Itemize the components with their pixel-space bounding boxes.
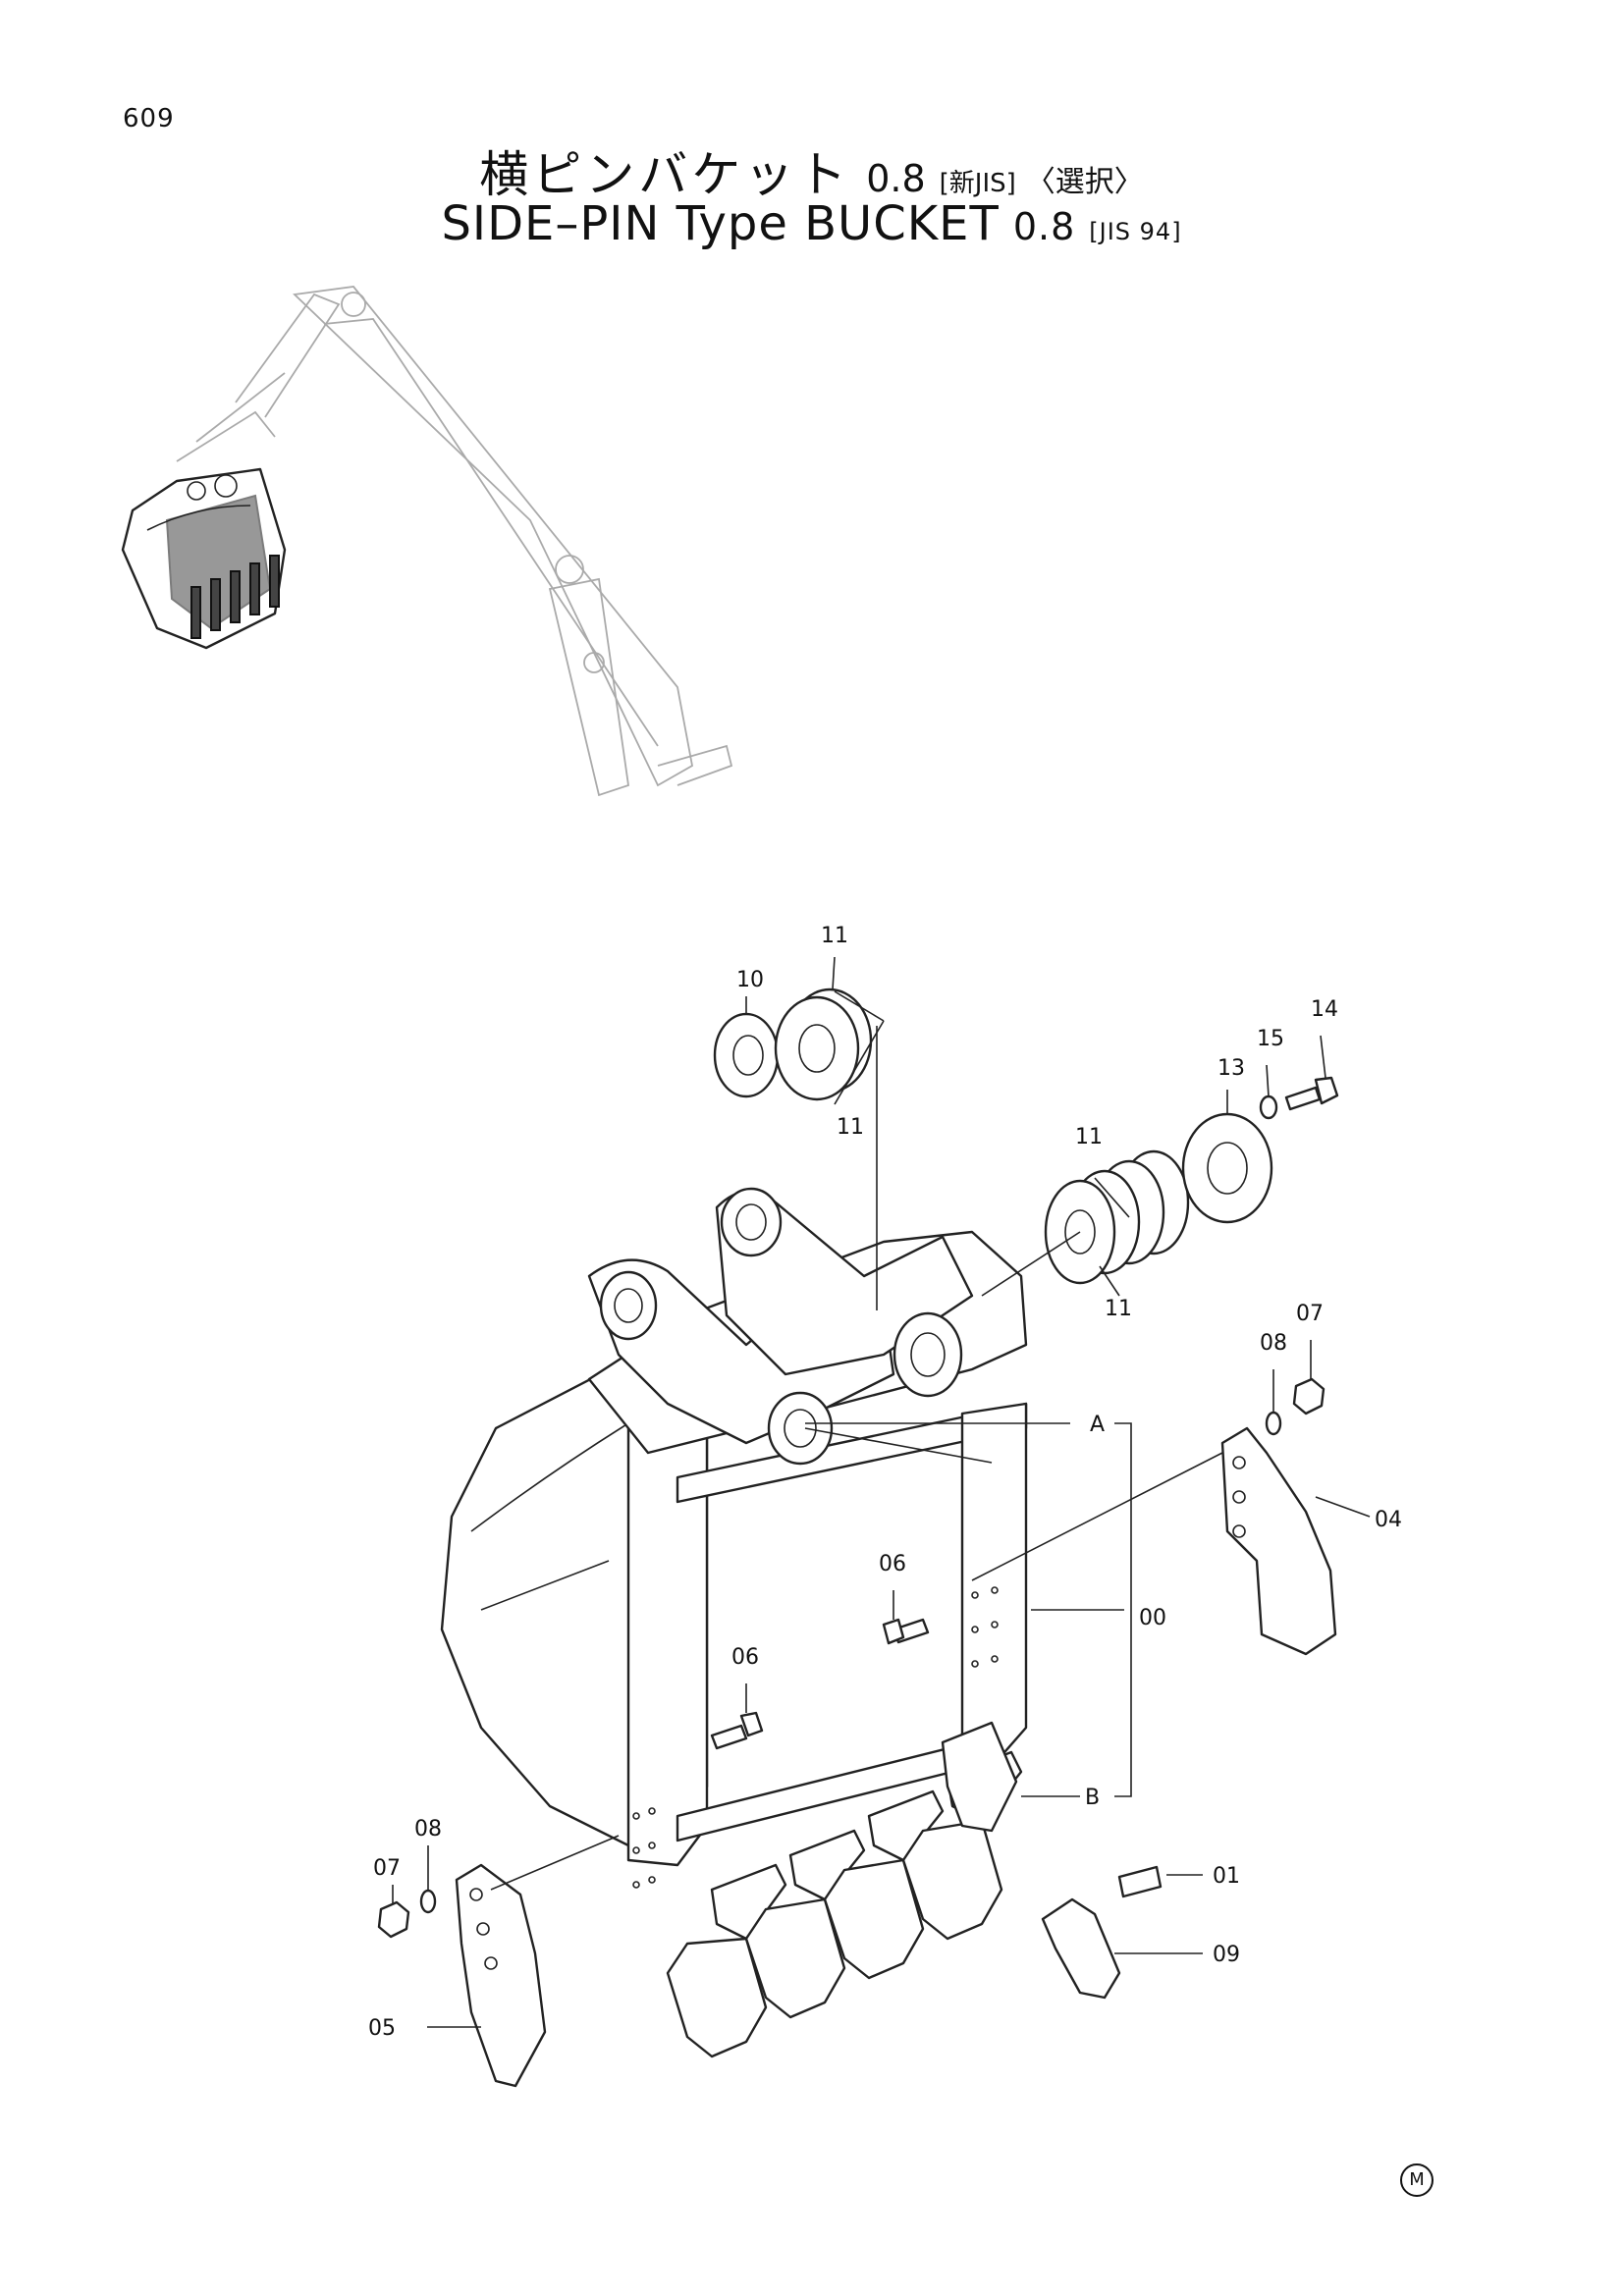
part-07-nut-left (377, 1900, 410, 1939)
callout-15: 15 (1257, 1027, 1284, 1051)
part-10-washer (713, 1012, 780, 1098)
callout-01: 01 (1213, 1864, 1240, 1889)
callout-08-right: 08 (1260, 1331, 1287, 1356)
circled-letter-icon: M (1400, 2163, 1434, 2197)
callout-labels: 10 11 11 11 11 13 15 14 07 08 A 04 06 00… (368, 924, 1402, 2041)
callout-11-top: 11 (821, 924, 848, 948)
title-jp-standard: [新JIS] (939, 169, 1016, 198)
part-06-bolt-right (882, 1618, 930, 1645)
part-01-pin (1117, 1865, 1163, 1898)
callout-11-lower: 11 (1105, 1297, 1132, 1321)
title-jp-size: 0.8 (866, 157, 926, 200)
callout-13: 13 (1217, 1056, 1245, 1081)
reference-A: A (1090, 1413, 1105, 1437)
callout-08-left: 08 (414, 1817, 442, 1842)
bucket-teeth (666, 1721, 1023, 2058)
part-07-nut-right (1292, 1377, 1325, 1415)
part-11-shims-lower (1044, 1149, 1190, 1285)
title-jp-option: 〈選択〉 (1025, 165, 1144, 199)
part-04-side-cutter-right (1220, 1426, 1337, 1656)
callout-09: 09 (1213, 1943, 1240, 1967)
leader-lines (392, 956, 1371, 2028)
callout-11-upper: 11 (837, 1115, 864, 1140)
part-09-tooth-point (1041, 1897, 1121, 2000)
callout-05: 05 (368, 2016, 396, 2041)
title-en-main: SIDE–PIN Type BUCKET (441, 196, 1000, 251)
callout-00: 00 (1139, 1606, 1166, 1630)
callout-06-right: 06 (879, 1552, 906, 1576)
title-japanese: 横ピンバケット 0.8 [新JIS] 〈選択〉 (0, 135, 1623, 206)
part-05-side-cutter-left (455, 1863, 547, 2088)
callout-14: 14 (1311, 997, 1338, 1022)
part-08-washer-right (1265, 1411, 1282, 1436)
part-14-bolt (1284, 1076, 1339, 1111)
excavator-arm-overview (176, 286, 733, 797)
part-15-washer (1259, 1095, 1278, 1120)
callout-06-left: 06 (731, 1645, 759, 1670)
part-08-washer-left (419, 1889, 437, 1914)
title-en-size: 0.8 (1012, 205, 1076, 248)
callout-07-left: 07 (373, 1856, 401, 1881)
part-11-shims-upper (774, 988, 873, 1101)
callout-07-right: 07 (1296, 1302, 1324, 1326)
callout-11-mid: 11 (1075, 1125, 1103, 1149)
title-jp-main: 横ピンバケット (479, 146, 851, 203)
bucket-body (440, 1187, 1028, 1889)
bucket-location-highlight (121, 467, 287, 650)
part-06-bolt-left (710, 1711, 764, 1750)
title-en-standard: [JIS 94] (1089, 218, 1182, 245)
callout-10: 10 (736, 968, 764, 992)
part-13-plate (1181, 1112, 1273, 1224)
title-english: SIDE–PIN Type BUCKET 0.8 [JIS 94] (0, 196, 1623, 251)
reference-B: B (1085, 1786, 1100, 1810)
callout-04: 04 (1375, 1508, 1402, 1532)
page-number: 609 (123, 104, 175, 133)
